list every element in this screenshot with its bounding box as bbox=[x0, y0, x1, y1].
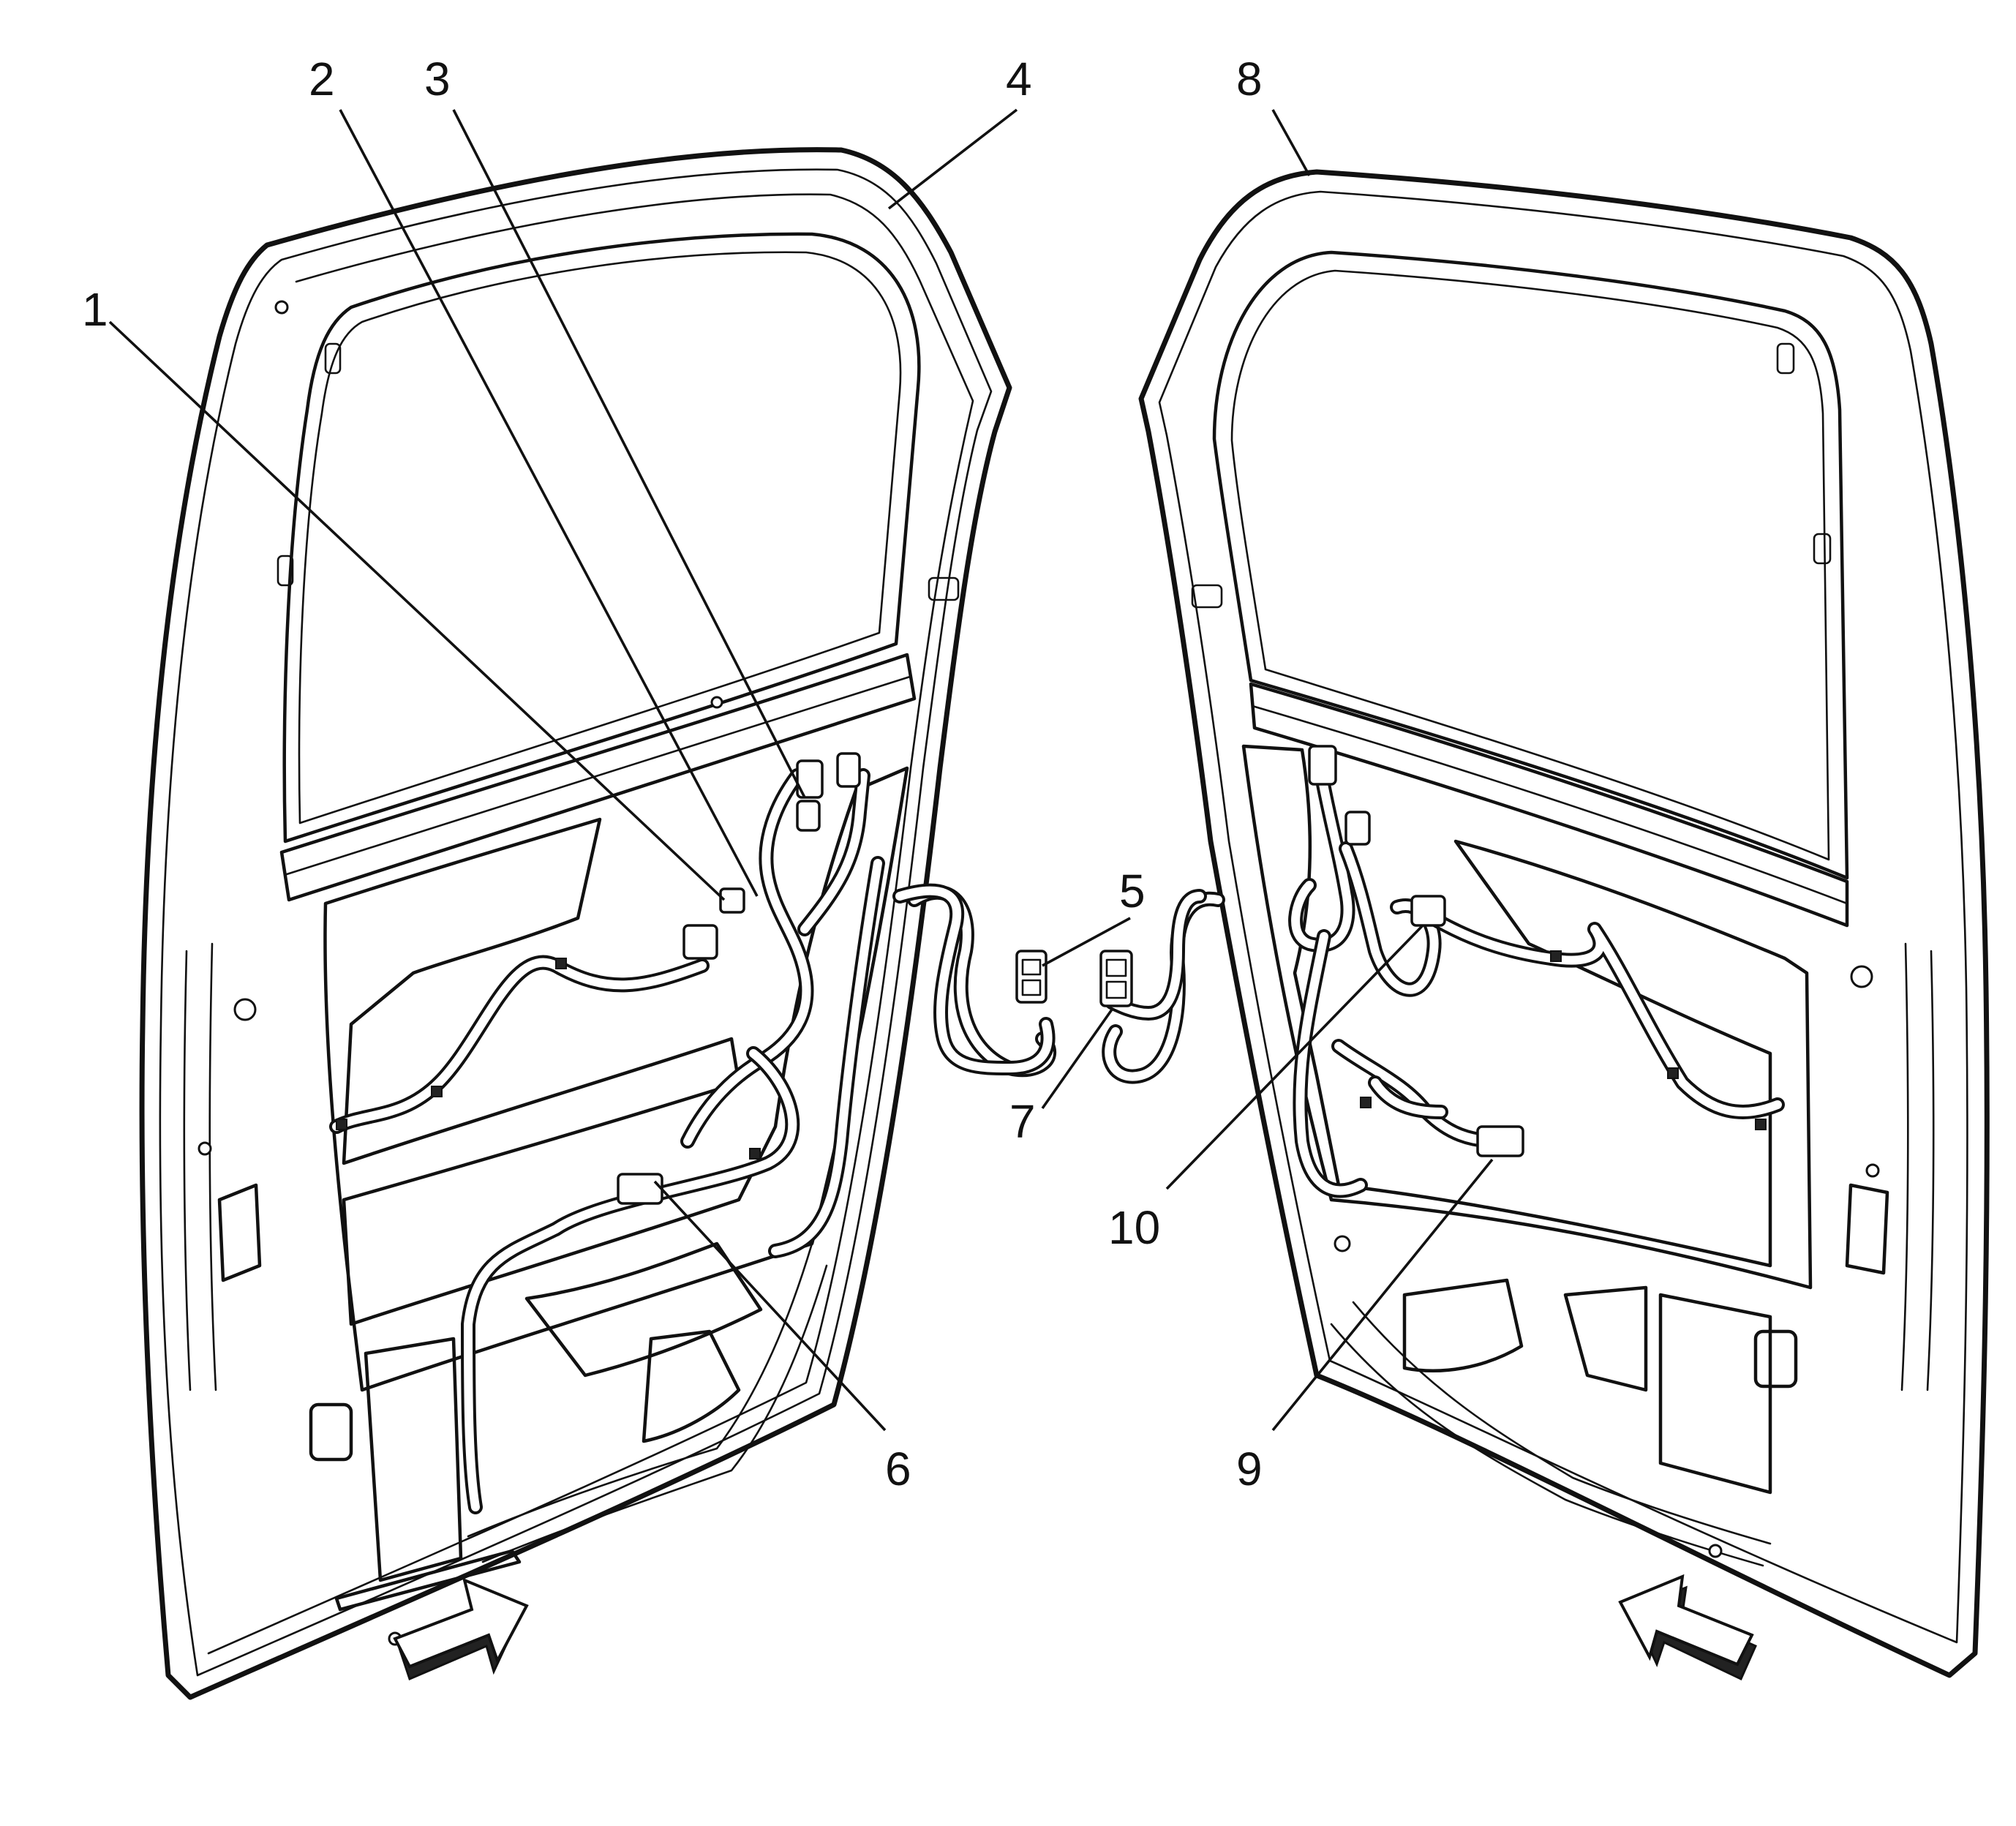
leader-10 bbox=[1165, 924, 1424, 1190]
left-door-inner-panel bbox=[139, 147, 1057, 1700]
right-belt-line-inner bbox=[1251, 705, 1848, 905]
left-lower-rib-2 bbox=[642, 1329, 741, 1443]
right-clip-3 bbox=[1360, 1097, 1372, 1108]
right-window-clip-2 bbox=[1813, 533, 1832, 565]
left-clip-1 bbox=[749, 1148, 761, 1160]
leader-2 bbox=[339, 109, 759, 897]
right-lower-pocket bbox=[1658, 1293, 1772, 1495]
jumper-connector-5 bbox=[1015, 950, 1048, 1004]
right-lower-channel bbox=[1352, 1301, 1772, 1545]
callout-6: 6 bbox=[885, 1443, 911, 1495]
left-hinge-bracket bbox=[217, 1183, 262, 1282]
callout-labels: 1 2 3 4 5 6 7 8 9 10 bbox=[82, 53, 1263, 1495]
left-check-link-slot bbox=[309, 1402, 353, 1462]
right-lower-rib-1 bbox=[1402, 1278, 1524, 1372]
left-lower-rib-1 bbox=[524, 1241, 763, 1378]
callout-leaders bbox=[108, 108, 1494, 1432]
callout-3: 3 bbox=[424, 53, 451, 105]
right-clip-1 bbox=[1550, 950, 1562, 962]
left-connector-a bbox=[796, 759, 824, 799]
right-window-clip-1 bbox=[1776, 342, 1795, 375]
right-belt-line bbox=[1249, 682, 1849, 928]
door-jumper-harnesses bbox=[892, 883, 1207, 1075]
left-belt-line-inner bbox=[285, 675, 911, 876]
right-door-wiring-harness bbox=[1102, 745, 1785, 1198]
callout-7: 7 bbox=[1009, 1095, 1036, 1148]
right-hole-3 bbox=[1708, 1544, 1723, 1558]
left-door-rim-line bbox=[207, 193, 974, 1655]
left-connector-b bbox=[836, 752, 861, 788]
left-window-clip-1 bbox=[324, 342, 342, 375]
callout-9: 9 bbox=[1236, 1443, 1263, 1495]
leader-6 bbox=[653, 1180, 887, 1432]
right-clip-4 bbox=[1755, 1119, 1767, 1130]
left-door-outer-flange bbox=[159, 168, 993, 1677]
right-check-link-slot bbox=[1753, 1329, 1798, 1389]
right-door-inner-panel bbox=[1102, 169, 1990, 1678]
left-window-opening bbox=[282, 232, 921, 844]
leader-5 bbox=[1042, 917, 1131, 967]
right-hole-2 bbox=[1865, 1163, 1880, 1178]
callout-8: 8 bbox=[1236, 53, 1263, 105]
right-connector-b bbox=[1344, 811, 1371, 846]
right-view-direction-arrow-icon bbox=[1618, 1574, 1757, 1681]
left-clip-4 bbox=[336, 1119, 347, 1130]
left-window-clip-3 bbox=[928, 576, 960, 601]
right-window-inner-lip bbox=[1230, 269, 1830, 861]
left-connector-c bbox=[796, 800, 821, 832]
left-lower-pocket bbox=[364, 1337, 463, 1582]
right-window-opening bbox=[1212, 250, 1849, 880]
left-hole-5 bbox=[710, 696, 723, 709]
right-hole-1 bbox=[1850, 965, 1873, 988]
left-window-inner-lip bbox=[298, 251, 902, 824]
left-window-clip-2 bbox=[277, 555, 294, 587]
leader-4 bbox=[887, 108, 1018, 210]
right-door-outer-flange bbox=[1158, 190, 1968, 1644]
leader-1 bbox=[108, 320, 726, 901]
left-clip-3 bbox=[555, 958, 567, 969]
jumper-connector-7 bbox=[1099, 950, 1133, 1007]
right-lower-rib-2 bbox=[1563, 1285, 1648, 1392]
left-clip-2 bbox=[431, 1086, 443, 1097]
callout-1: 1 bbox=[82, 283, 108, 336]
right-clip-2 bbox=[1667, 1067, 1679, 1079]
left-hole-1 bbox=[233, 998, 257, 1021]
left-hinge-pillar bbox=[183, 942, 217, 1391]
left-connector-module bbox=[682, 924, 718, 960]
left-hole-2 bbox=[198, 1141, 212, 1156]
left-connector-item-1 bbox=[719, 887, 745, 914]
right-connector-item-9 bbox=[1476, 1125, 1524, 1157]
right-hinge-bracket bbox=[1845, 1183, 1889, 1275]
left-view-direction-arrow-icon bbox=[393, 1577, 529, 1681]
left-belt-line bbox=[279, 653, 917, 902]
callout-4: 4 bbox=[1006, 53, 1032, 105]
leader-8 bbox=[1271, 109, 1311, 176]
right-lower-channel-2 bbox=[1330, 1323, 1764, 1567]
callout-5: 5 bbox=[1119, 865, 1146, 917]
callout-10: 10 bbox=[1108, 1201, 1160, 1254]
left-hole-4 bbox=[274, 300, 289, 315]
right-connector-item-10 bbox=[1410, 895, 1446, 927]
leader-3 bbox=[452, 109, 806, 798]
leader-7 bbox=[1041, 1008, 1113, 1110]
right-window-clip-3 bbox=[1191, 584, 1223, 609]
right-hinge-pillar bbox=[1900, 942, 1935, 1391]
leader-9 bbox=[1271, 1158, 1494, 1432]
right-hole-4 bbox=[1334, 1235, 1351, 1252]
callout-2: 2 bbox=[309, 53, 335, 105]
left-connector-item-6 bbox=[617, 1173, 663, 1205]
left-lower-channel bbox=[467, 1242, 813, 1538]
left-drain-strip bbox=[334, 1549, 522, 1612]
left-inner-access-opening bbox=[323, 766, 909, 1392]
right-connector-a bbox=[1308, 745, 1337, 786]
